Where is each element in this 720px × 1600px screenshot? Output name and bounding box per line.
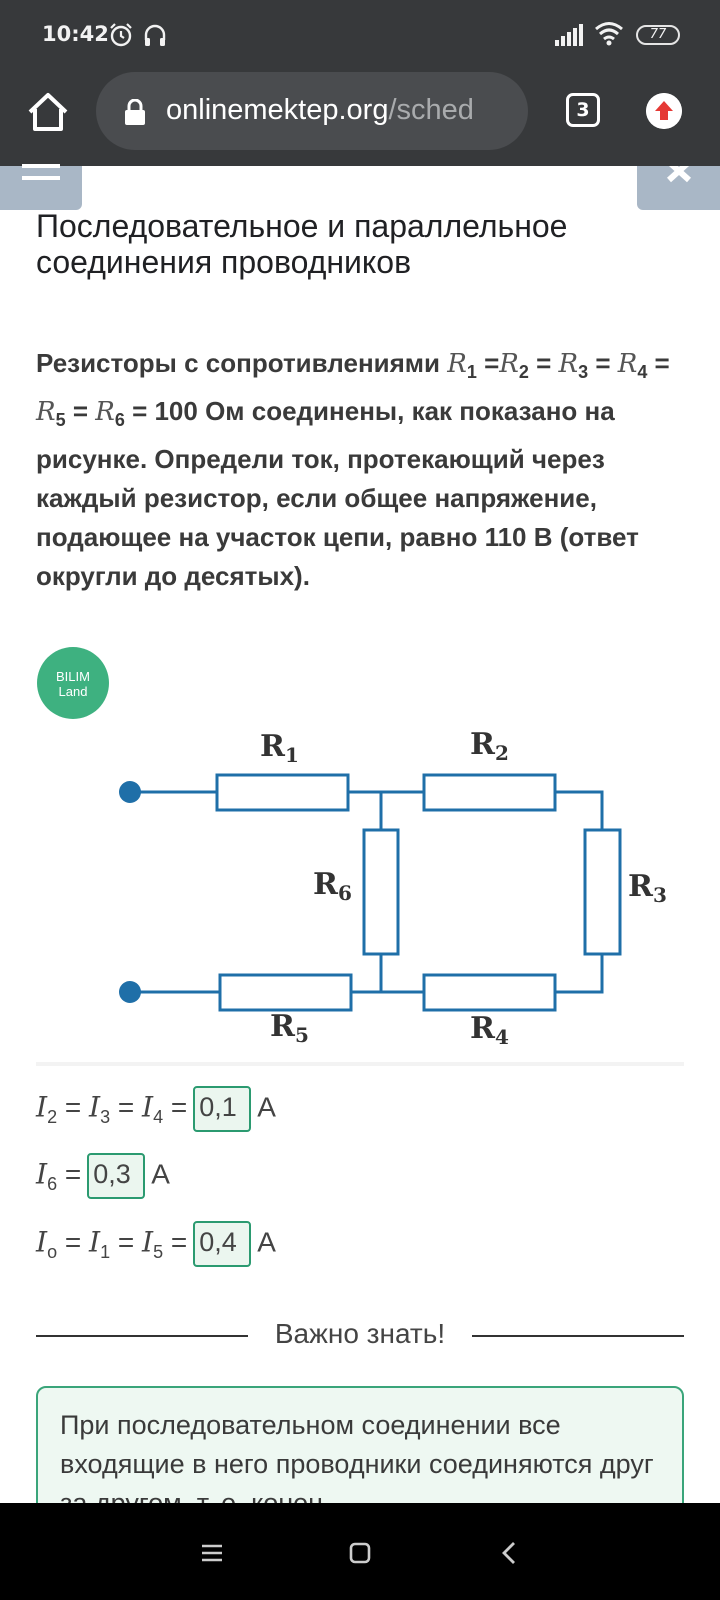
r2-sub: 2: [518, 362, 529, 383]
address-bar[interactable]: onlinemektep.org/sched: [96, 72, 528, 150]
browser-chrome: 10:42 77: [0, 0, 720, 166]
logo-line2: Land: [58, 684, 88, 699]
home-nav-icon[interactable]: [340, 1533, 380, 1573]
label-r1: R1: [260, 729, 299, 767]
resistor-r2: [422, 773, 557, 812]
battery-icon: 77: [636, 25, 680, 45]
recent-apps-icon[interactable]: [192, 1533, 232, 1573]
answer-lhs-2: I: [36, 1157, 48, 1191]
wire-top-right: [555, 790, 604, 830]
logo-line1: BILIM: [56, 669, 90, 684]
url-text[interactable]: onlinemektep.org/sched: [166, 94, 474, 127]
alarm-icon: [110, 23, 132, 47]
answer-input-i6[interactable]: 0,3: [87, 1153, 146, 1199]
battery-level: 77: [649, 27, 667, 42]
resistor-r5: [218, 973, 353, 1012]
close-button[interactable]: [637, 159, 720, 210]
signal-icon: [555, 24, 583, 46]
r6-sub: 6: [114, 410, 125, 431]
home-icon[interactable]: [24, 88, 72, 136]
info-text: При последовательном соединении все вход…: [60, 1410, 654, 1516]
r4-symbol: R: [617, 349, 638, 379]
r3-symbol: R: [558, 349, 579, 379]
back-icon[interactable]: [490, 1533, 530, 1573]
wire-bottom-right: [555, 954, 604, 994]
r4-sub: 4: [637, 362, 648, 383]
resistor-r3: [583, 828, 622, 956]
headphones-icon: [144, 24, 166, 46]
resistor-r4: [422, 973, 557, 1012]
r5-symbol: R: [36, 397, 56, 428]
task-text: Резисторы с сопротивлениями R1 =R2 = R3 …: [36, 348, 670, 592]
close-icon: [666, 159, 692, 183]
terminal-bottom: [119, 981, 141, 1003]
answer-lhs-1: I: [36, 1090, 48, 1124]
r1-sub: 1: [466, 362, 477, 383]
terminal-top: [119, 781, 141, 803]
label-r2: R2: [470, 727, 509, 765]
info-box: При последовательном соединении все вход…: [36, 1386, 684, 1516]
menu-bar-2: [22, 176, 60, 180]
answer-input-i2[interactable]: 0,1: [193, 1086, 252, 1132]
answer-input-io[interactable]: 0,4: [193, 1221, 252, 1267]
task-intro: Резисторы с сопротивлениями: [36, 348, 448, 378]
task-body: = 100 Ом соединены, как показано на рису…: [36, 396, 639, 592]
url-host: onlinemektep.org: [166, 94, 389, 126]
answer-unit-1: A: [257, 1091, 276, 1123]
url-path: /sched: [388, 94, 474, 126]
important-title: Важно знать!: [274, 1318, 446, 1349]
status-bar: 10:42 77: [0, 0, 720, 70]
answer-unit-2: A: [151, 1158, 170, 1190]
r6-symbol: R: [95, 397, 115, 428]
status-time: 10:42: [42, 22, 109, 46]
circuit-diagram: R1 R2 R3 R4 R5 R6: [119, 727, 667, 1049]
menu-bar-1: [22, 164, 60, 168]
tab-switcher-button[interactable]: 3: [566, 93, 600, 127]
update-icon[interactable]: [646, 93, 682, 129]
r5-sub: 5: [55, 410, 66, 431]
page-title: Последовательное и параллельное соединен…: [36, 208, 568, 280]
label-r3: R3: [628, 869, 667, 907]
wifi-icon: [595, 22, 623, 46]
r2-symbol: R: [499, 349, 519, 379]
label-r6: R6: [313, 867, 352, 905]
lock-icon: [125, 99, 145, 125]
answer-lhs-3: I: [36, 1225, 48, 1259]
bilimland-logo: BILIM Land: [37, 647, 109, 719]
answer-unit-3: A: [257, 1226, 276, 1258]
important-divider-left: [36, 1335, 248, 1337]
r3-sub: 3: [578, 362, 589, 383]
navigation-bar: [0, 1503, 720, 1600]
resistor-r6: [362, 828, 400, 956]
label-r5: R5: [270, 1009, 309, 1047]
menu-toggle-button[interactable]: [0, 164, 82, 210]
r1-symbol: R: [447, 349, 467, 379]
resistor-r1: [215, 773, 350, 812]
important-divider-right: [472, 1335, 684, 1337]
diagram-divider: [36, 1062, 684, 1066]
label-r4: R4: [470, 1011, 509, 1049]
